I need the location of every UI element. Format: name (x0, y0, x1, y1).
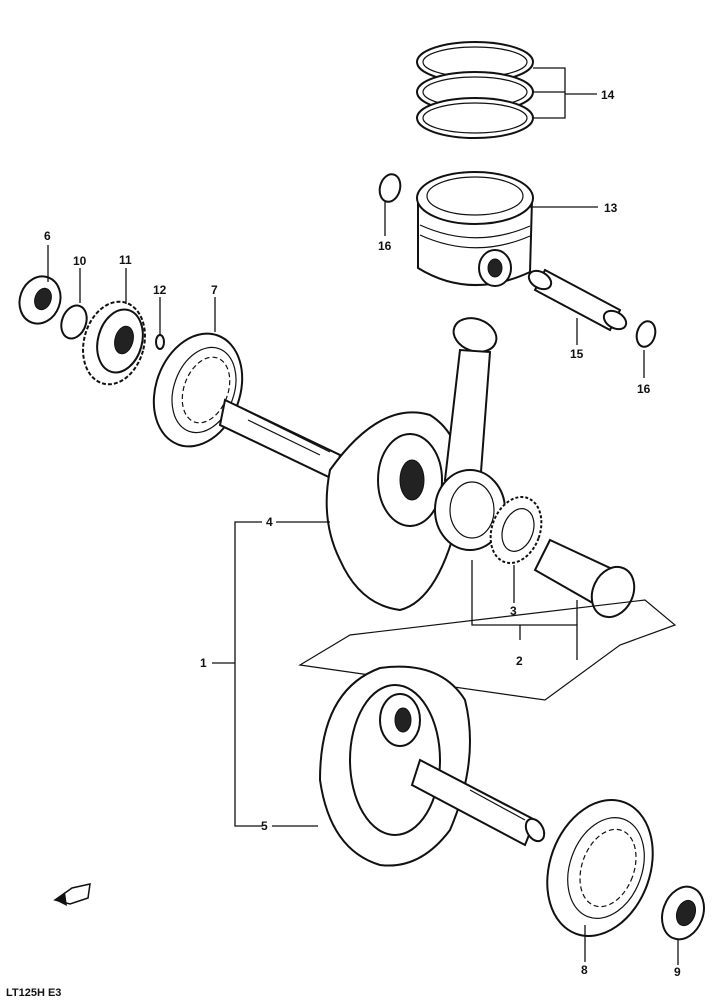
callout-9: 9 (674, 965, 681, 979)
piston-rings (416, 41, 534, 139)
callout-13: 13 (604, 201, 618, 215)
primary-gear (82, 300, 146, 386)
callout-2: 2 (516, 654, 523, 668)
callout-16-left: 16 (378, 239, 392, 253)
crank-pin-plane (298, 599, 677, 701)
drawing-code: LT125H E3 (6, 987, 61, 999)
front-arrow-icon (53, 883, 91, 906)
callout-10: 10 (73, 254, 87, 268)
callout-5: 5 (261, 819, 268, 833)
callout-7: 7 (211, 283, 218, 297)
callout-12: 12 (153, 283, 167, 297)
crank-pin (533, 538, 636, 619)
circlip-10 (60, 304, 88, 340)
circlip-left (378, 173, 402, 203)
piston (416, 171, 534, 287)
piston-pin (527, 268, 628, 332)
connecting-rod (434, 317, 506, 551)
leader-lines (47, 67, 679, 965)
callout-3: 3 (510, 604, 517, 618)
callout-8: 8 (581, 963, 588, 977)
callout-6: 6 (44, 229, 51, 243)
callout-4: 4 (266, 515, 273, 529)
callout-1: 1 (200, 656, 207, 670)
crankshaft-left-half (218, 398, 463, 612)
oil-seal-left (18, 275, 62, 325)
oil-seal-right (661, 885, 705, 941)
callout-16-right: 16 (637, 382, 651, 396)
circlip-right (635, 320, 657, 348)
callout-14: 14 (601, 88, 615, 102)
callout-15: 15 (570, 347, 584, 361)
bearing-left (152, 332, 244, 448)
crankshaft-right-half (318, 665, 546, 867)
bearing-right (546, 799, 654, 937)
callout-11: 11 (119, 253, 132, 267)
needle-bearing (489, 496, 543, 564)
key (155, 334, 165, 350)
